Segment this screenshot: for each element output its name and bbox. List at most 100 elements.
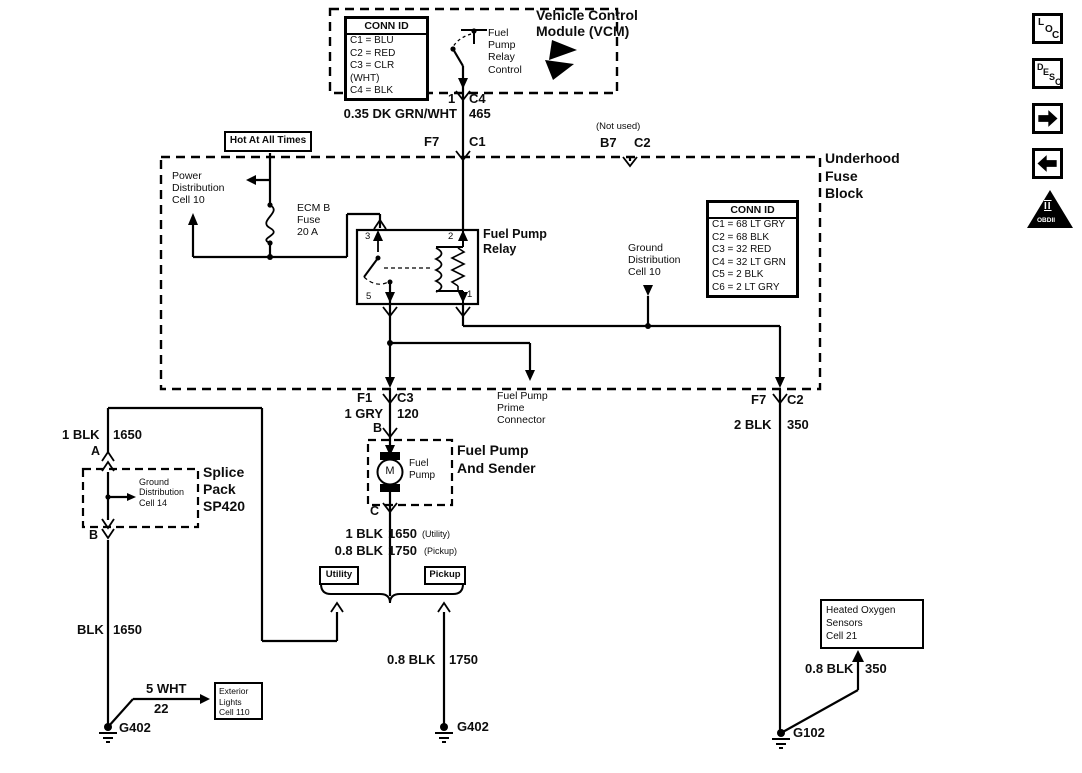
splice-pin-b: B [89, 528, 99, 542]
relay-resistor-icon [450, 247, 466, 291]
ground-symbol-g102 [772, 729, 790, 749]
hot-at-all-times-tag: Hot At All Times [224, 131, 312, 152]
wire-350b-left: 0.8 BLK [805, 661, 854, 676]
wire-1750-left: 0.8 BLK [334, 543, 383, 558]
wire-blk1650-right: 1650 [113, 622, 142, 637]
conn-id-row: C3 = CLR (WHT) [350, 60, 395, 84]
f7-c1-right: C1 [469, 134, 486, 149]
wire-1650-left: 1 BLK [345, 526, 383, 541]
b7-c2-right: C2 [634, 135, 651, 150]
obd-numeral: II [1044, 201, 1052, 212]
loc-button[interactable]: L O C [1032, 13, 1063, 44]
fuse-block-conn-id-table: CONN ID C1 = 68 LT GRY C2 = 68 BLK C3 = … [706, 200, 799, 298]
wire-1650-right: 1650 [388, 526, 417, 541]
f7-c1-left: F7 [424, 134, 440, 149]
wire-5wht-label: 5 WHT [146, 681, 187, 696]
wire-blk1650-left: BLK [77, 622, 104, 637]
junction-dots [105, 254, 651, 500]
wire-1750b-left: 0.8 BLK [387, 652, 436, 667]
connector-chevrons [101, 90, 788, 613]
prev-button[interactable] [1032, 148, 1063, 179]
splice-wire-left: 1 BLK [62, 427, 100, 442]
ground-symbol-g402-left [99, 723, 117, 743]
conn-id-row: C1 = BLU [350, 35, 394, 46]
obd2-logo-icon: II OBDII [1027, 190, 1073, 230]
pickup-tag: Pickup [424, 566, 466, 585]
wire-1750-note: (Pickup) [424, 546, 458, 556]
wire-350-right: 350 [787, 417, 809, 432]
not-used-note: (Not used) [596, 121, 641, 132]
utility-tag: Utility [319, 566, 359, 585]
next-button[interactable] [1032, 103, 1063, 134]
wire-350b-right: 350 [865, 661, 887, 676]
relay-pin-1: 1 [467, 289, 473, 300]
right-arrow-icon [1038, 110, 1058, 127]
vcm-conn-id-table: CONN ID C1 = BLU C2 = RED C3 = CLR (WHT)… [344, 16, 429, 101]
wire-lines [106, 48, 860, 734]
ecm-b-fuse-icon [265, 202, 275, 246]
splice-pin-a: A [91, 444, 101, 458]
obd-caption: OBDII [1037, 217, 1056, 224]
vcm-conn-label: C4 [469, 91, 486, 106]
vcm-relay-driver-switch-icon [450, 28, 487, 52]
motor-m-letter: M [385, 465, 395, 477]
conn-id-row: C2 = 68 BLK [712, 231, 769, 243]
fuel-pump-sender-dashed-box [366, 438, 454, 507]
wire-1750-right: 1750 [388, 543, 417, 558]
vcm-dashed-box [328, 7, 619, 95]
splice-wire-right: 1650 [113, 427, 142, 442]
ground-symbol-g402-mid [435, 723, 453, 743]
relay-pin-2: 2 [448, 231, 454, 242]
g402-mid-label: G402 [457, 719, 489, 734]
conn-id-row: C1 = 68 LT GRY [712, 219, 786, 230]
wire-350-left: 2 BLK [734, 417, 772, 432]
relay-coil-icon [433, 247, 443, 293]
harness-split-brace [320, 583, 464, 604]
wire-465-label: 0.35 DK GRN/WHT [343, 106, 457, 121]
f1-c3-left: F1 [357, 390, 373, 405]
conn-id-row: C5 = 2 BLK [712, 269, 764, 281]
relay-pin-3: 3 [365, 231, 371, 242]
wire-1750b-right: 1750 [449, 652, 478, 667]
underhood-fuse-block-dashed-box [159, 155, 822, 391]
left-arrow-icon [1037, 155, 1057, 172]
wire-465-circuit: 465 [469, 106, 491, 121]
pump-pin-b: B [373, 421, 383, 435]
f7-c2-right: C2 [787, 392, 804, 407]
b7-c2-left: B7 [600, 135, 617, 150]
f7-c2-left: F7 [751, 392, 767, 407]
wire-1650-note: (Utility) [422, 529, 450, 539]
fuel-pump-relay-box [355, 228, 480, 306]
wire-120-left: 1 GRY [344, 406, 383, 421]
g402-left-label: G402 [119, 720, 151, 735]
wire-5wht-circuit: 22 [154, 701, 169, 716]
arrowheads [127, 78, 864, 704]
vcm-pin-label: 1 [448, 91, 456, 106]
conn-id-row: C2 = RED [350, 47, 396, 59]
conn-id-row: C4 = 32 LT GRN [712, 256, 786, 268]
conn-id-header: CONN ID [347, 19, 426, 35]
desc-button[interactable]: D E S C [1032, 58, 1063, 89]
esd-sensitive-icon [545, 40, 577, 80]
pump-pin-c: C [370, 504, 380, 518]
triangle-shape [1027, 190, 1073, 228]
conn-id-row: C4 = BLK [350, 85, 394, 97]
conn-id-row: C3 = 32 RED [712, 244, 772, 256]
splice-pack-dashed-box [81, 467, 200, 529]
conn-id-header: CONN ID [709, 203, 796, 219]
